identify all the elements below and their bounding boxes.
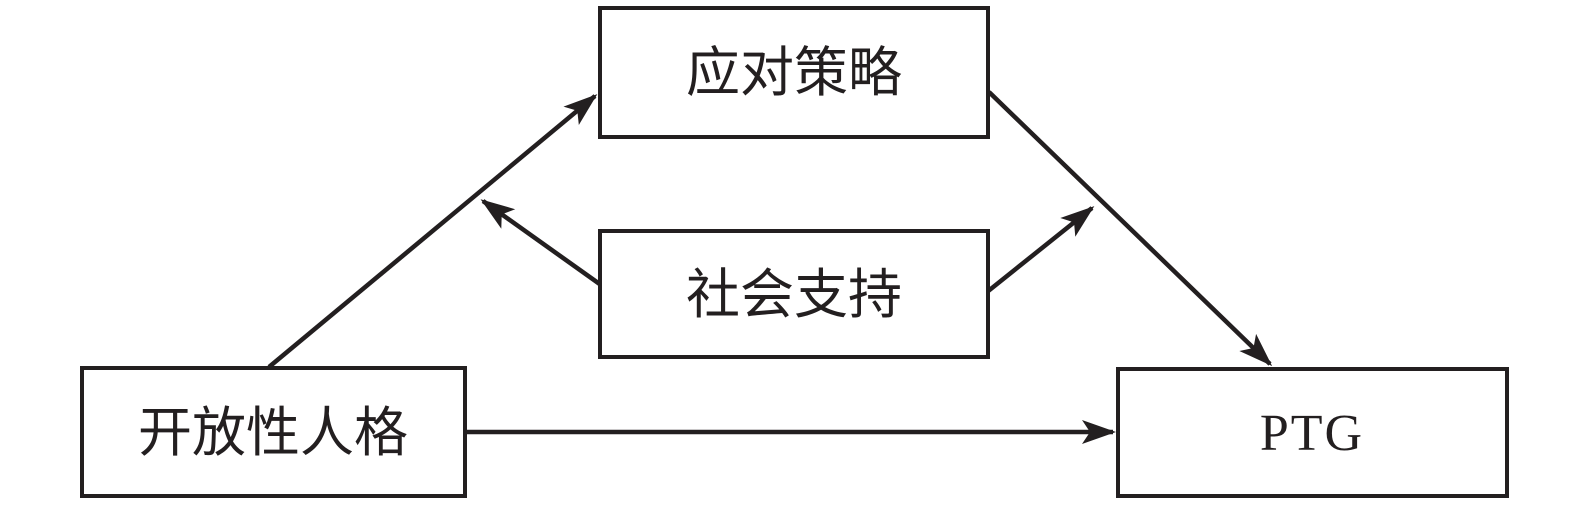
- social-support-box: [598, 229, 990, 359]
- coping-strategies-box: [598, 6, 990, 139]
- social-support-label: 社会支持: [686, 265, 902, 325]
- arrow-social-support-to-left-path: [480, 199, 603, 287]
- ptg-label: PTG: [1260, 405, 1364, 462]
- openness-personality-label: 开放性人格: [138, 403, 408, 463]
- arrow-coping-to-ptg: [987, 90, 1273, 367]
- openness-personality-box: [80, 366, 467, 498]
- arrow-social-support-to-right-path: [985, 206, 1095, 294]
- arrow-openness-to-coping: [267, 94, 598, 369]
- coping-strategies-label: 应对策略: [686, 43, 902, 103]
- ptg-box: [1116, 367, 1509, 498]
